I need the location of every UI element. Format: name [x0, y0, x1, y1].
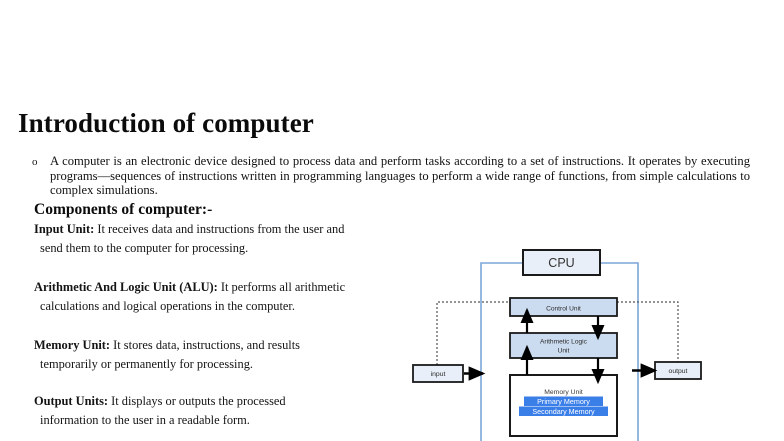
component-desc-line2: calculations and logical operations in t…	[40, 299, 295, 313]
diagram-label-secondary-memory: Secondary Memory	[532, 407, 595, 416]
component-desc-line1: It stores data, instructions, and result…	[110, 338, 301, 352]
component-desc-line2: information to the user in a readable fo…	[40, 413, 250, 427]
component-desc-line1: It receives data and instructions from t…	[94, 222, 345, 236]
diagram-label-input: input	[431, 371, 446, 378]
component-item-output-units: Output Units: It displays or outputs the…	[34, 392, 394, 430]
component-term: Output Units:	[34, 394, 109, 408]
component-item-memory-unit: Memory Unit: It stores data, instruction…	[34, 336, 394, 374]
component-desc-line2: temporarily or permanently for processin…	[40, 357, 253, 371]
intro-paragraph: o A computer is an electronic device des…	[32, 154, 750, 198]
diagram-label-cpu: CPU	[548, 256, 574, 270]
diagram-label-memory-unit: Memory Unit	[544, 389, 583, 396]
diagram-label-output: output	[669, 368, 688, 375]
component-desc-line1: It displays or outputs the processed	[108, 394, 286, 408]
diagram-block-input: input	[412, 364, 486, 383]
diagram-label-primary-memory: Primary Memory	[537, 397, 590, 406]
internal-data-arrows	[520, 307, 605, 385]
component-item-input-unit: Input Unit: It receives data and instruc…	[34, 220, 394, 258]
diagram-label-alu-line1: Arithmetic Logic	[540, 339, 588, 346]
component-item-alu: Arithmetic And Logic Unit (ALU): It perf…	[34, 278, 394, 316]
bullet-marker-icon: o	[32, 156, 38, 168]
system-bus-lines	[480, 262, 639, 441]
diagram-block-cpu: CPU	[522, 249, 601, 276]
diagram-label-control-unit: Control Unit	[546, 306, 581, 313]
component-term: Memory Unit:	[34, 338, 111, 352]
components-heading: Components of computer:-	[34, 201, 213, 218]
diagram-label-alu-line2: Unit	[558, 348, 570, 355]
component-term: Arithmetic And Logic Unit (ALU):	[34, 280, 218, 294]
diagram-block-control-unit: Control Unit	[509, 297, 618, 317]
component-desc-line2: send them to the computer for processing…	[40, 241, 249, 255]
diagram-block-alu: Arithmetic Logic Unit	[509, 332, 618, 359]
control-signal-dotted-lines	[436, 301, 679, 365]
diagram-block-memory-unit: Memory Unit Primary Memory Secondary Mem…	[509, 374, 618, 437]
intro-paragraph-text: A computer is an electronic device desig…	[50, 154, 750, 197]
component-desc-line1: It performs all arithmetic	[217, 280, 346, 294]
page-title: Introduction of computer	[18, 108, 314, 138]
diagram-block-output: output	[632, 361, 702, 380]
component-term: Input Unit:	[34, 222, 95, 236]
